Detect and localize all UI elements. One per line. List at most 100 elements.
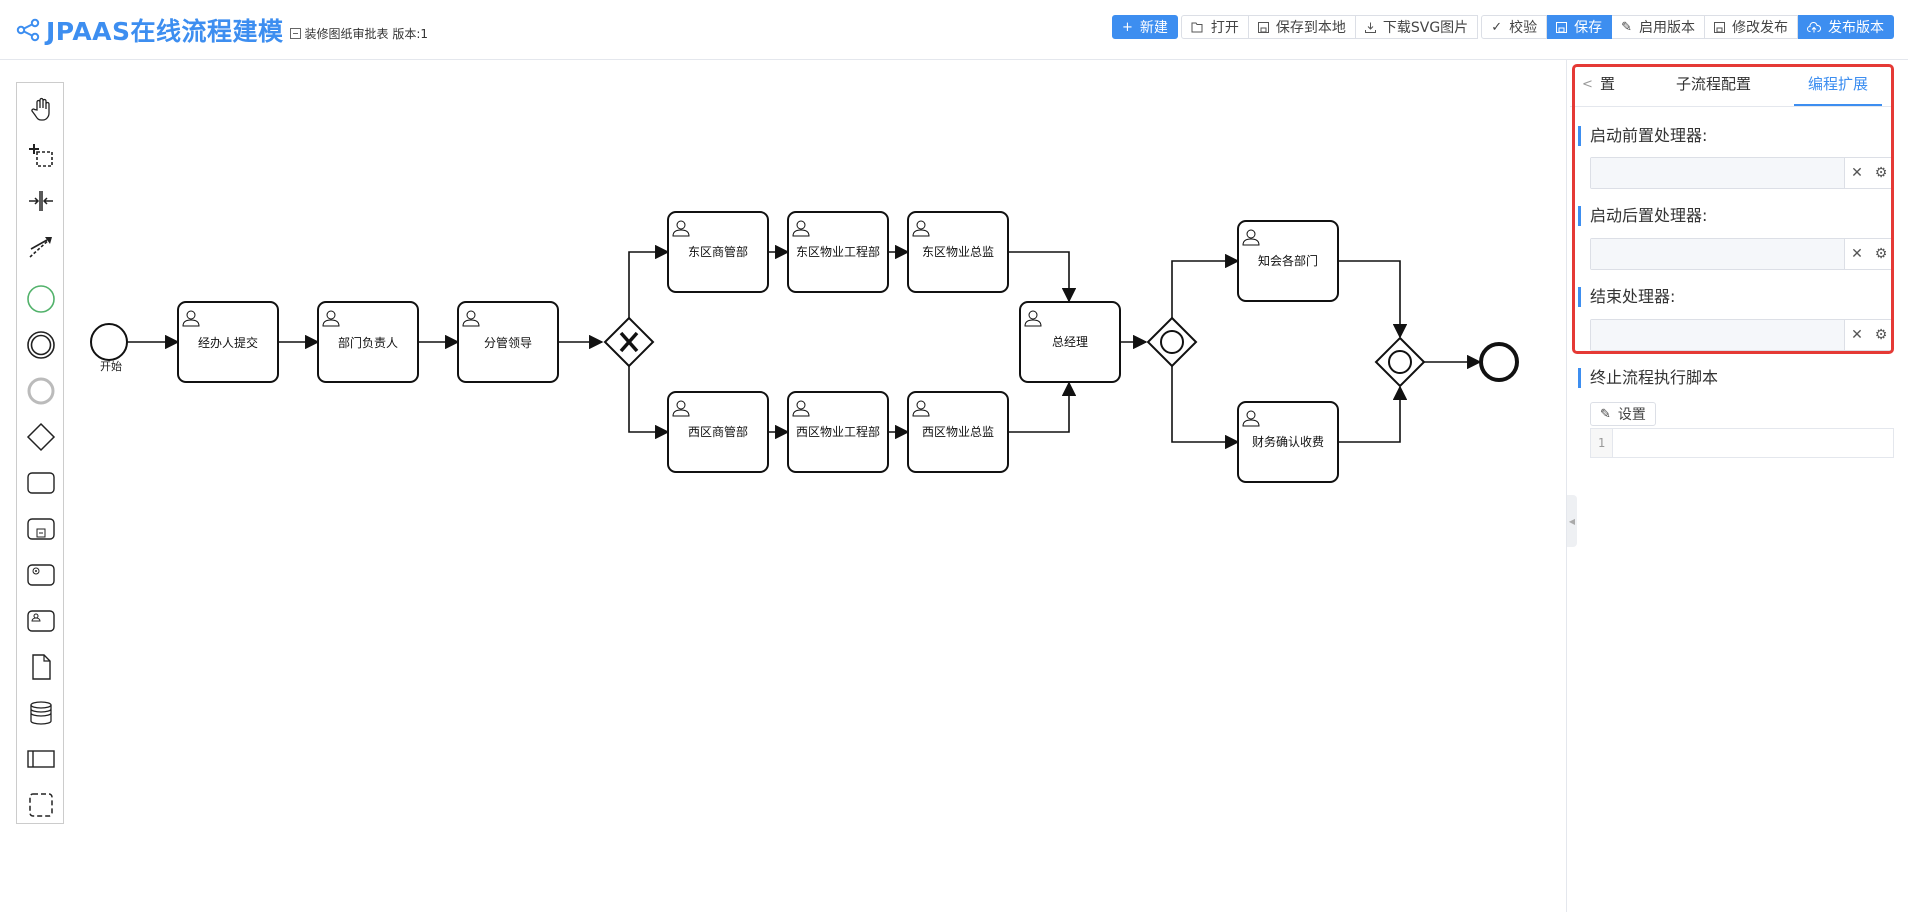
global-connect-icon[interactable] <box>25 231 57 263</box>
pre-start-handler-field: ✕ ⚙ <box>1590 157 1894 189</box>
bpmn-canvas[interactable]: 开始 经办人提交 部门负责人 <box>70 60 1566 912</box>
user-task-leader: 分管领导 <box>457 301 559 383</box>
share-nodes-icon <box>16 18 40 42</box>
clear-icon[interactable]: ✕ <box>1851 165 1863 181</box>
app-logo: JPAAS在线流程建模 装修图纸审批表 版本:1 <box>16 12 428 48</box>
start-event-label: 开始 <box>100 359 122 373</box>
publish-version-label: 发布版本 <box>1828 20 1884 36</box>
pre-start-handler-input[interactable] <box>1591 158 1845 188</box>
user-task-gm: 总经理 <box>1019 301 1121 383</box>
tab-programming-extension[interactable]: 编程扩展 <box>1808 75 1869 93</box>
start-event-icon[interactable] <box>25 283 57 315</box>
svg-text:东区商管部: 东区商管部 <box>688 244 748 259</box>
tab-partial[interactable]: 置 <box>1600 75 1616 93</box>
user-icon <box>792 220 810 237</box>
clear-icon[interactable]: ✕ <box>1851 246 1863 262</box>
sequence-flow <box>1338 385 1408 443</box>
gateway-icon[interactable] <box>25 421 57 453</box>
floppy-icon <box>1257 21 1269 33</box>
data-object-icon[interactable] <box>25 651 57 683</box>
process-subtitle: 装修图纸审批表 版本:1 <box>304 26 429 41</box>
end-event <box>1479 342 1519 382</box>
end-event-icon[interactable] <box>25 375 57 407</box>
space-tool-icon[interactable] <box>25 185 57 217</box>
post-start-handler-input[interactable] <box>1591 239 1845 269</box>
user-task-dept-head: 部门负责人 <box>317 301 419 383</box>
floppy-icon <box>1714 21 1725 33</box>
panel-divider <box>1566 60 1567 912</box>
folder-open-icon <box>1191 22 1203 32</box>
svg-text:西区商管部: 西区商管部 <box>688 424 748 439</box>
process-version-info: 装修图纸审批表 版本:1 <box>289 25 429 42</box>
data-store-icon[interactable] <box>25 697 57 729</box>
svg-text:总经理: 总经理 <box>1052 335 1088 349</box>
user-task-east-commerce: 东区商管部 <box>667 211 769 293</box>
validate-label: 校验 <box>1509 20 1538 36</box>
user-icon <box>1024 310 1042 327</box>
user-task-submit: 经办人提交 <box>177 301 279 383</box>
user-task-finance: 财务确认收费 <box>1237 401 1339 483</box>
check-icon: ✓ <box>1491 19 1503 35</box>
user-icon <box>672 400 690 417</box>
user-icon <box>1242 410 1260 427</box>
collapse-panel-handle[interactable]: ◀ <box>1567 495 1577 547</box>
sequence-flow <box>1338 260 1408 339</box>
group-icon[interactable] <box>25 789 57 821</box>
svg-text:西区物业总监: 西区物业总监 <box>922 425 994 439</box>
intermediate-event-icon[interactable] <box>25 329 57 361</box>
active-tab-indicator <box>1794 104 1882 106</box>
user-icon <box>462 310 480 327</box>
download-svg-button[interactable]: 下载SVG图片 <box>1355 15 1479 39</box>
app-header: JPAAS在线流程建模 装修图纸审批表 版本:1 + 新建 打开 保存到本地 下… <box>0 0 1908 60</box>
svg-text:分管领导: 分管领导 <box>484 335 532 350</box>
lasso-tool-icon[interactable] <box>25 139 57 171</box>
new-button[interactable]: + 新建 <box>1111 15 1178 39</box>
script-editor-area[interactable] <box>1613 429 1893 457</box>
script-editor[interactable]: 1 <box>1590 428 1894 458</box>
set-script-button[interactable]: ✎ 设置 <box>1590 402 1656 426</box>
user-task-icon[interactable] <box>25 605 57 637</box>
edit-icon: ✎ <box>1600 406 1611 422</box>
chevron-left-icon[interactable]: < <box>1582 77 1593 92</box>
save-local-label: 保存到本地 <box>1275 20 1346 36</box>
gear-icon[interactable]: ⚙ <box>1874 165 1888 181</box>
pool-icon[interactable] <box>25 743 57 775</box>
user-task-west-engineering: 西区物业工程部 <box>787 391 889 473</box>
gear-icon[interactable]: ⚙ <box>1874 246 1888 262</box>
save-label: 保存 <box>1574 20 1603 36</box>
properties-panel: < 置 子流程配置 编程扩展 启动前置处理器: ✕ ⚙ 启动后置处理器: ✕ ⚙… <box>1570 62 1894 914</box>
download-svg-label: 下载SVG图片 <box>1382 20 1469 36</box>
user-task-west-director: 西区物业总监 <box>907 391 1009 473</box>
user-task-east-director: 东区物业总监 <box>907 211 1009 293</box>
enable-version-button[interactable]: ✎ 启用版本 <box>1612 15 1705 39</box>
service-task-icon[interactable] <box>25 559 57 591</box>
exclusive-gateway <box>603 316 655 368</box>
hand-tool-icon[interactable] <box>25 93 57 125</box>
sequence-flow <box>1171 253 1240 318</box>
panel-tabs: < 置 子流程配置 编程扩展 <box>1570 62 1894 107</box>
validate-button[interactable]: ✓ 校验 <box>1481 15 1548 39</box>
user-icon <box>182 310 200 327</box>
app-title: JPAAS在线流程建模 <box>46 17 284 46</box>
svg-text:知会各部门: 知会各部门 <box>1258 253 1318 268</box>
subprocess-icon[interactable] <box>25 513 57 545</box>
save-local-button[interactable]: 保存到本地 <box>1248 15 1356 39</box>
modify-publish-label: 修改发布 <box>1732 20 1788 36</box>
clear-icon[interactable]: ✕ <box>1851 327 1863 343</box>
open-button[interactable]: 打开 <box>1180 15 1249 39</box>
inclusive-gateway-join <box>1374 336 1426 388</box>
floppy-icon <box>1556 21 1568 33</box>
tab-subprocess-config[interactable]: 子流程配置 <box>1676 75 1752 93</box>
modify-publish-button[interactable]: 修改发布 <box>1705 15 1798 39</box>
task-icon[interactable] <box>25 467 57 499</box>
publish-version-button[interactable]: 发布版本 <box>1798 15 1894 39</box>
save-button[interactable]: 保存 <box>1547 15 1613 39</box>
user-icon <box>1242 229 1260 246</box>
user-task-west-commerce: 西区商管部 <box>667 391 769 473</box>
section-post-start: 启动后置处理器: <box>1578 206 1707 226</box>
end-handler-input[interactable] <box>1591 320 1845 350</box>
post-start-handler-field: ✕ ⚙ <box>1590 238 1894 270</box>
sequence-flow <box>628 244 670 318</box>
element-palette <box>16 82 64 824</box>
gear-icon[interactable]: ⚙ <box>1874 327 1888 343</box>
